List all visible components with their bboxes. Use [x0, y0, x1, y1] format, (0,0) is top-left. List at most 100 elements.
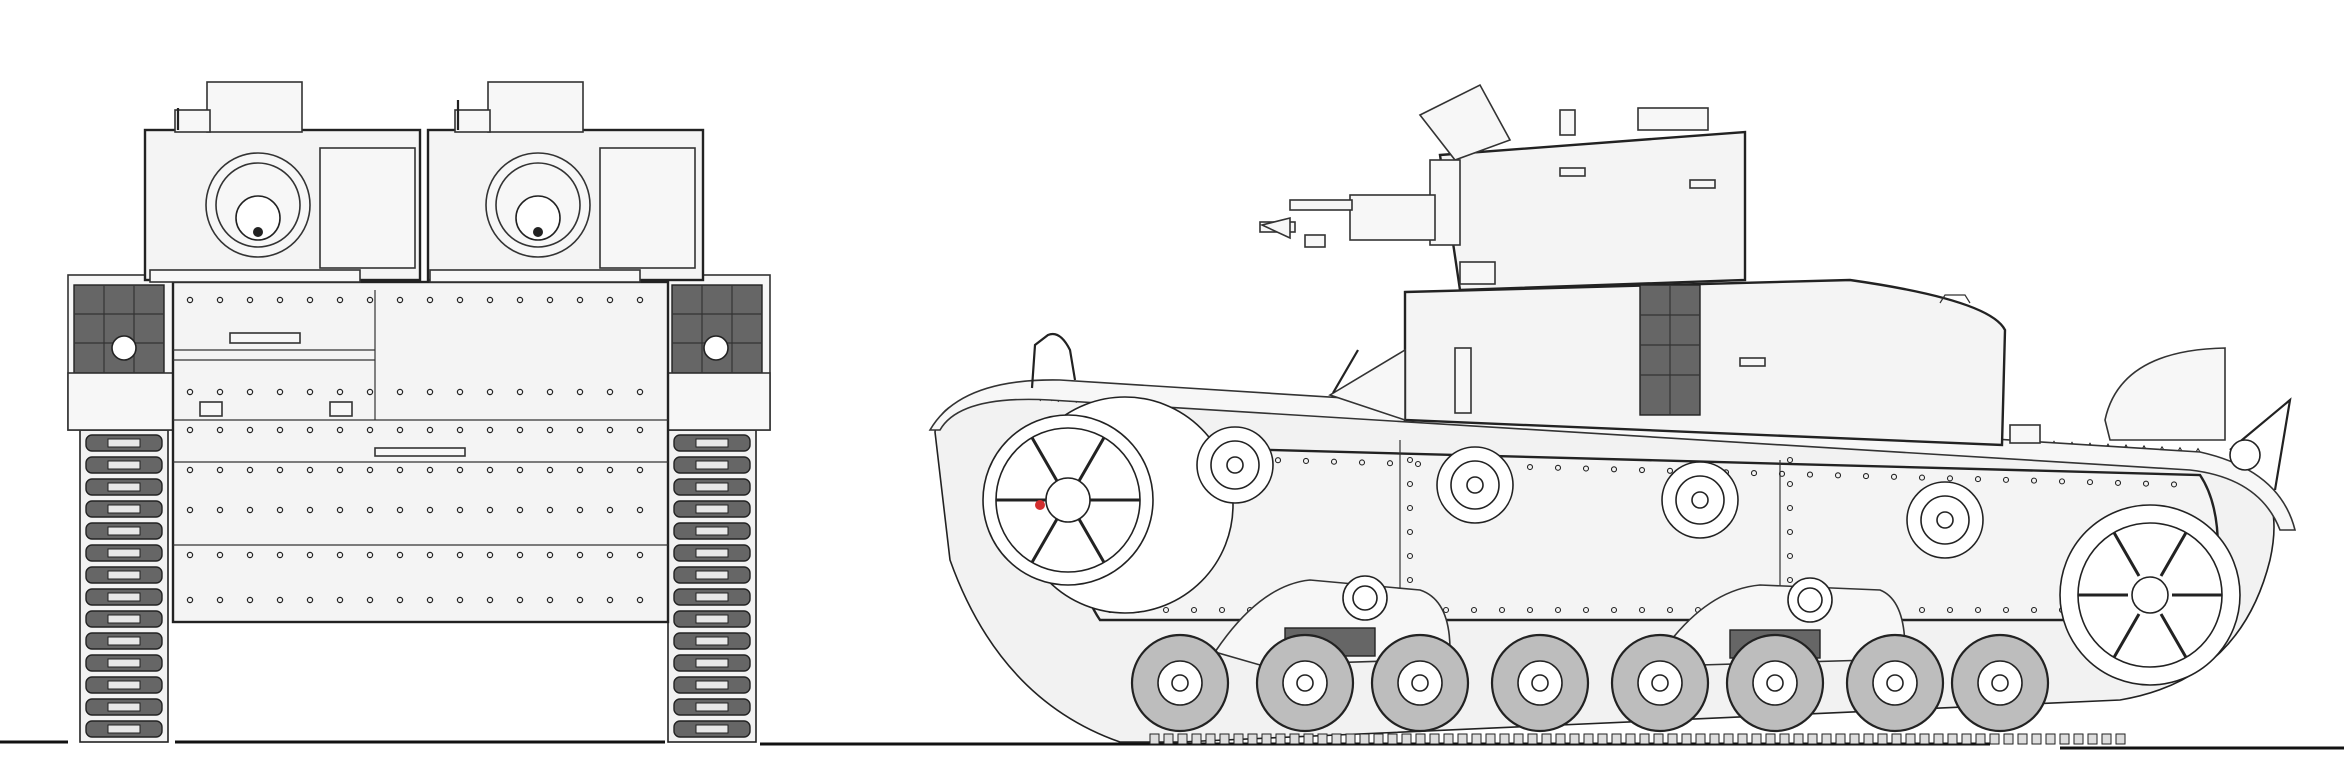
track-tooth: [1471, 733, 1482, 745]
rivet: [1554, 606, 1562, 614]
rivet: [2114, 479, 2122, 486]
rivet: [1918, 474, 1926, 481]
turret-left-hatch: [206, 81, 303, 133]
rivet: [336, 466, 344, 474]
track-tooth: [1751, 733, 1762, 745]
track-tooth: [1723, 733, 1734, 745]
front-right-track: [667, 429, 757, 743]
track-tooth: [1275, 733, 1286, 745]
turret-right-gun-mantlet: [515, 195, 561, 241]
rivet: [1526, 463, 1534, 471]
rivet: [546, 551, 554, 559]
track-link-pad: [695, 724, 729, 734]
front-left-headlight: [111, 335, 137, 361]
rivet: [216, 551, 224, 559]
track-tooth: [1541, 733, 1552, 745]
rivet: [2030, 606, 2038, 614]
rivet: [636, 466, 644, 474]
rivet: [186, 388, 194, 396]
rivet: [306, 551, 314, 559]
rivet: [1750, 470, 1758, 477]
rivet: [456, 426, 464, 434]
rivet: [396, 296, 404, 304]
rivet: [276, 506, 284, 514]
track-tooth: [1975, 733, 1986, 745]
front-turret-right: [426, 81, 705, 283]
track-link-pad: [695, 460, 729, 470]
rivet: [1526, 606, 1534, 614]
track-tooth: [1569, 733, 1580, 745]
track-tooth: [1401, 733, 1412, 745]
rivet: [366, 596, 374, 604]
rivet: [636, 506, 644, 514]
track-link-pad: [695, 438, 729, 448]
track-tooth: [1177, 733, 1188, 745]
return-roller: [1661, 461, 1739, 539]
rivet: [216, 426, 224, 434]
rivet: [336, 296, 344, 304]
track-link-pad: [695, 636, 729, 646]
rivet: [1442, 606, 1450, 614]
track-link-pad: [107, 504, 141, 514]
rivet: [606, 296, 614, 304]
track-link-pad: [107, 702, 141, 712]
rivet: [426, 296, 434, 304]
rivet: [1918, 606, 1926, 614]
track-tooth: [1919, 733, 1930, 745]
track-tooth: [1373, 733, 1384, 745]
track-tooth: [1443, 733, 1454, 745]
rivet: [636, 596, 644, 604]
rivet: [1582, 606, 1590, 614]
rivet: [186, 596, 194, 604]
track-link-pad: [695, 680, 729, 690]
side-superstructure: [1328, 278, 2007, 447]
rivet: [366, 426, 374, 434]
track-tooth: [1527, 733, 1538, 745]
rivet: [1274, 457, 1282, 464]
rivet: [516, 596, 524, 604]
track-link-pad: [107, 482, 141, 492]
track-tooth: [1849, 733, 1860, 745]
track-tooth: [1191, 733, 1202, 745]
track-tooth: [1681, 733, 1692, 745]
rivet: [1834, 472, 1842, 479]
rivet: [1330, 458, 1338, 465]
track-tooth: [1359, 733, 1370, 745]
wheel-spoke: [1030, 436, 1059, 482]
rivet: [246, 388, 254, 396]
wheel-spoke: [1077, 436, 1106, 482]
front-hull: [171, 280, 670, 624]
wheel-spoke: [2159, 613, 2188, 659]
rivet: [1946, 475, 1954, 482]
track-tooth: [1653, 733, 1664, 745]
rivet: [1218, 606, 1226, 614]
rivet: [456, 506, 464, 514]
track-tooth: [1345, 733, 1356, 745]
rivet: [546, 296, 554, 304]
rivet: [1610, 606, 1618, 614]
rivet: [1666, 606, 1674, 614]
rivet: [186, 426, 194, 434]
rivet: [1406, 576, 1414, 584]
return-roller: [1906, 481, 1984, 559]
track-link-pad: [107, 636, 141, 646]
track-tooth: [1555, 733, 1566, 745]
rivet: [336, 388, 344, 396]
wheel-spoke: [1030, 518, 1059, 564]
rivet: [396, 466, 404, 474]
rivet: [456, 551, 464, 559]
wheel-spoke: [2159, 531, 2188, 577]
rivet: [366, 506, 374, 514]
return-roller: [1196, 426, 1274, 504]
rivet: [636, 426, 644, 434]
track-tooth: [1695, 733, 1706, 745]
track-link-pad: [107, 724, 141, 734]
track-link-pad: [695, 482, 729, 492]
rivet: [636, 388, 644, 396]
side-turret-hatch: [1418, 83, 1512, 161]
rivet: [396, 551, 404, 559]
track-tooth: [1611, 733, 1622, 745]
rivet: [486, 551, 494, 559]
rivet: [1786, 456, 1794, 464]
front-view: [0, 81, 771, 744]
